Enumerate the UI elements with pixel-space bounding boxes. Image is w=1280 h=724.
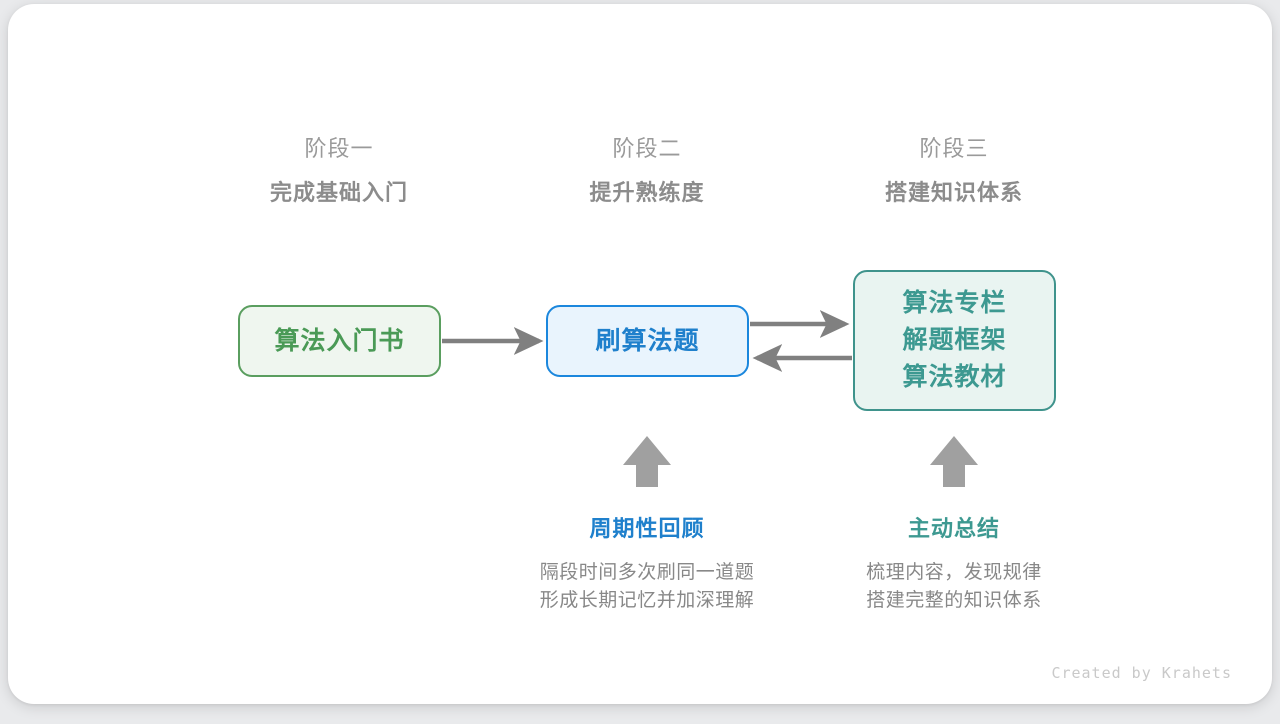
node-practice-line-1: 刷算法题 — [595, 326, 700, 355]
stage-title: 完成基础入门 — [269, 180, 408, 205]
node-knowledge[interactable]: 算法专栏 解题框架 算法教材 — [853, 270, 1056, 411]
node-knowledge-line-1: 算法专栏 — [902, 289, 1007, 317]
stage-subtitle: 阶段一 — [304, 136, 374, 161]
note-review-title: 周期性回顾 — [589, 516, 705, 541]
note-review-desc-line-2: 形成长期记忆并加深理解 — [539, 590, 755, 611]
node-knowledge-line-3: 算法教材 — [902, 363, 1007, 391]
node-book[interactable]: 算法入门书 — [238, 305, 441, 377]
stage-subtitle: 阶段三 — [919, 136, 989, 161]
node-book-line-1: 算法入门书 — [274, 326, 405, 355]
note-summary: 主动总结 梳理内容，发现规律 搭建完整的知识体系 — [804, 513, 1104, 615]
stage-header-2: 阶段二 提升熟练度 — [517, 134, 777, 210]
node-practice[interactable]: 刷算法题 — [546, 305, 749, 377]
stage-title: 提升熟练度 — [589, 180, 705, 205]
note-summary-desc-line-1: 梳理内容，发现规律 — [866, 562, 1042, 583]
note-review-desc-line-1: 隔段时间多次刷同一道题 — [539, 562, 755, 583]
arrow-summary-up — [930, 436, 978, 487]
arrow-review-up — [623, 436, 671, 487]
node-knowledge-line-2: 解题框架 — [902, 326, 1007, 354]
note-summary-desc-line-2: 搭建完整的知识体系 — [866, 590, 1042, 611]
note-review: 周期性回顾 隔段时间多次刷同一道题 形成长期记忆并加深理解 — [497, 513, 797, 615]
note-summary-description: 梳理内容，发现规律 搭建完整的知识体系 — [804, 559, 1104, 615]
note-review-description: 隔段时间多次刷同一道题 形成长期记忆并加深理解 — [497, 559, 797, 615]
diagram-card: 阶段一 完成基础入门 阶段二 提升熟练度 阶段三 搭建知识体系 算法入门书 刷算 — [8, 4, 1272, 704]
note-summary-title: 主动总结 — [907, 516, 1000, 541]
stage-title: 搭建知识体系 — [884, 180, 1023, 205]
stage-header-3: 阶段三 搭建知识体系 — [824, 134, 1084, 210]
stage-subtitle: 阶段二 — [612, 136, 682, 161]
credit-text: Created by Krahets — [1051, 664, 1232, 682]
stage-header-1: 阶段一 完成基础入门 — [209, 134, 469, 210]
